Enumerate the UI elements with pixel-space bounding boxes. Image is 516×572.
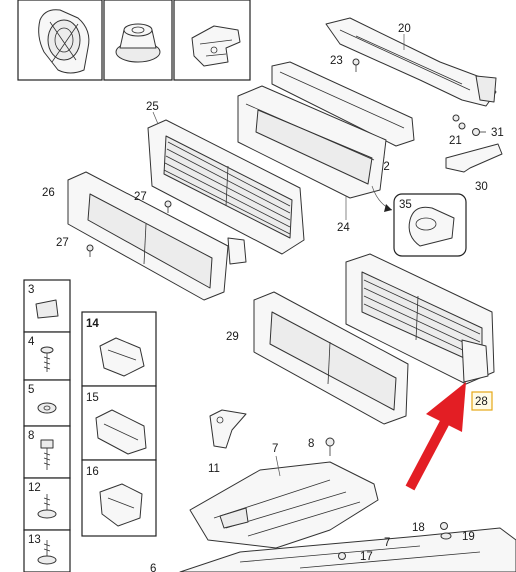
callout-23: 23 <box>330 55 343 67</box>
screw-27a <box>164 200 172 213</box>
callout-28: 28 <box>475 396 488 408</box>
clip-14 <box>99 337 145 377</box>
callout-6: 6 <box>150 563 156 572</box>
part-28-active-grille-shutter <box>345 253 495 385</box>
box-label-3: 3 <box>28 284 34 296</box>
callout-18: 18 <box>412 522 425 534</box>
callout-7b: 7 <box>384 537 390 549</box>
hardware-column: 3 4 5 8 12 13 <box>23 279 71 572</box>
part-25-grille-shutter <box>147 119 305 255</box>
part-30-bracket <box>445 143 503 173</box>
clip-18 <box>440 522 448 530</box>
top-parts-row <box>17 0 251 81</box>
nut-part <box>115 23 161 63</box>
clip-19 <box>440 532 452 540</box>
callout-26: 26 <box>42 187 55 199</box>
box-label-13: 13 <box>28 534 41 546</box>
box-label-8: 8 <box>28 430 34 442</box>
fan-bracket-part <box>38 9 90 74</box>
box-label-16: 16 <box>86 466 99 478</box>
callout-20: 20 <box>398 23 411 35</box>
box-label-15: 15 <box>86 392 99 404</box>
callout-27b: 27 <box>56 237 69 249</box>
box-label-14: 14 <box>86 318 99 330</box>
callout-19: 19 <box>462 531 475 543</box>
clip-nut-3 <box>35 299 59 319</box>
callout-35: 35 <box>399 199 412 211</box>
callout-17: 17 <box>360 551 373 563</box>
bolt-13 <box>37 540 57 565</box>
clip-boxes: 14 15 16 <box>81 311 157 537</box>
callout-27a: 27 <box>134 191 147 203</box>
clip-16 <box>99 483 143 527</box>
callout-30: 30 <box>475 181 488 193</box>
callout-29: 29 <box>226 331 239 343</box>
washer-5 <box>37 402 57 414</box>
detail-box-35 <box>371 185 467 257</box>
part-22-air-guide <box>271 61 415 147</box>
part-26-frame <box>67 171 247 301</box>
box-label-4: 4 <box>28 336 35 348</box>
box-label-12: 12 <box>28 482 41 494</box>
screw-31 <box>472 128 486 136</box>
callout-7a: 7 <box>272 443 278 455</box>
callout-21: 21 <box>449 135 462 147</box>
callout-box-28 <box>471 391 493 411</box>
part-7-lower-panel <box>179 527 516 572</box>
callout-31: 31 <box>491 127 504 139</box>
screw-23 <box>352 58 360 72</box>
part-11-bracket <box>209 409 247 449</box>
part-20-upper-bracket <box>325 17 497 107</box>
bolt-8 <box>40 439 54 470</box>
screw-4 <box>40 346 54 372</box>
louvers-28 <box>363 279 481 359</box>
louvers-25 <box>163 141 291 235</box>
screw-8-center <box>325 437 335 456</box>
callout-24: 24 <box>337 222 350 234</box>
clip-17 <box>338 552 346 560</box>
part-7-underbody-panel <box>189 461 379 549</box>
callout-11: 11 <box>208 463 220 475</box>
clip-21 <box>452 114 466 130</box>
bolt-12 <box>37 494 57 519</box>
screw-27b <box>86 244 94 257</box>
box-label-5: 5 <box>28 384 34 396</box>
red-indicator-arrow <box>405 382 466 491</box>
callout-25: 25 <box>146 101 159 113</box>
bracket-part <box>191 25 241 67</box>
callout-8: 8 <box>308 438 314 450</box>
part-29-frame <box>253 291 409 425</box>
part-24-shroud <box>237 85 387 199</box>
